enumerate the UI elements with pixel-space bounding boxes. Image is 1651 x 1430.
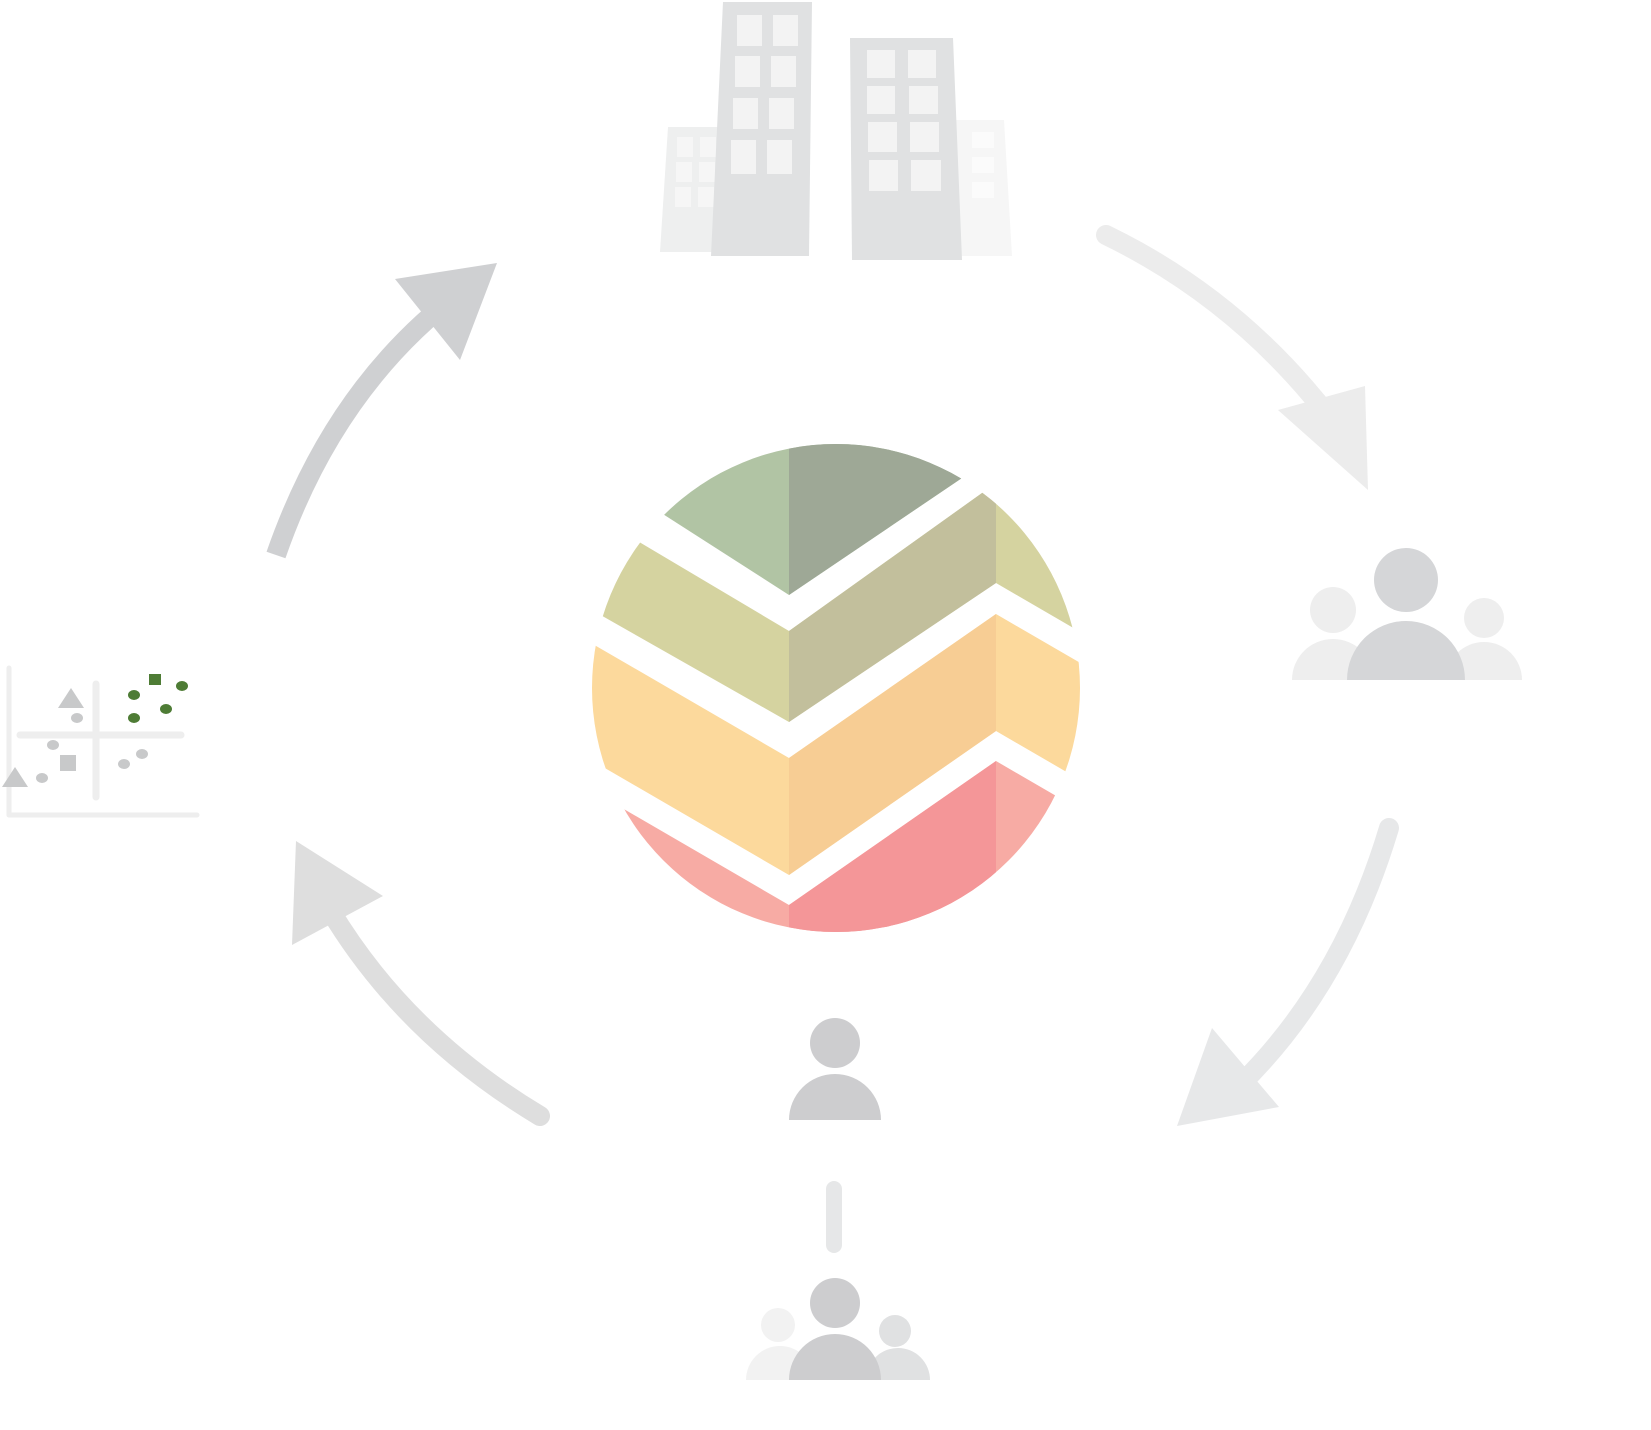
arrow-data-to-organizations <box>266 263 497 559</box>
person-head <box>810 1018 860 1068</box>
small-building-left <box>660 127 726 252</box>
person-icon <box>789 1018 881 1120</box>
layered-bands-logo-icon <box>592 444 1080 932</box>
group-person-left-head <box>1310 587 1356 633</box>
population-group-icon <box>746 1278 930 1380</box>
population-person-center-head <box>810 1278 860 1328</box>
person-body <box>789 1074 881 1120</box>
group-person-right-head <box>1464 598 1504 638</box>
arrow-organizations-to-community <box>1096 225 1368 490</box>
arrow-individual-to-data <box>292 841 550 1126</box>
tall-building-right <box>850 38 962 260</box>
user-group-icon <box>1292 548 1522 680</box>
group-person-center-head <box>1374 548 1438 612</box>
office-buildings-icon <box>660 2 1012 260</box>
scatter-plot-icon <box>2 665 200 818</box>
arrow-community-to-individual <box>1177 818 1399 1126</box>
